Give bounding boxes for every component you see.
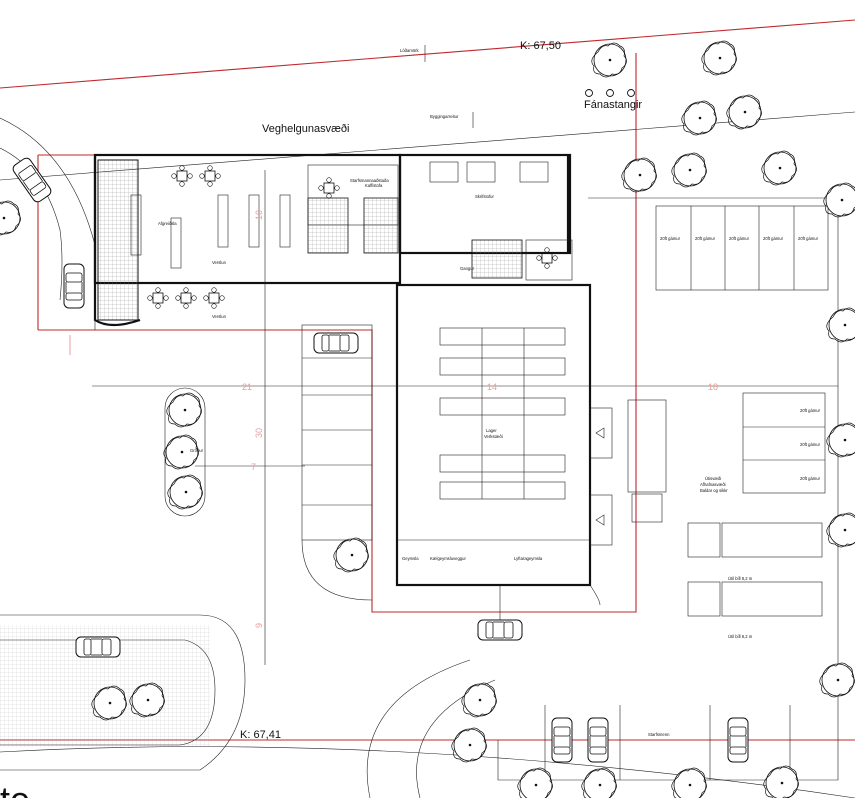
- verslun-entrance-label: Verslun: [212, 314, 227, 319]
- container-block-top: [655, 205, 829, 291]
- store-building: [93, 153, 573, 327]
- k-bottom-label: K: 67,41: [240, 729, 281, 741]
- dim-9: 9: [254, 623, 264, 628]
- gamur-5: 20ft gámur: [798, 236, 819, 241]
- flagpoles: [585, 89, 635, 97]
- dim-30: 30: [254, 428, 264, 438]
- warehouse: [395, 283, 613, 587]
- verkstaedi-label: Verkstæði: [484, 434, 503, 439]
- truck-label-1: Útil bíll 8,2 m: [728, 576, 753, 581]
- bottom-text: te: [0, 779, 30, 798]
- dim-10: 10: [254, 210, 264, 220]
- gangur-label: Gangur: [460, 266, 475, 271]
- gamur-1: 20ft gámur: [660, 236, 681, 241]
- truck-label-2: Útil bíll 8,2 m: [728, 634, 753, 639]
- kaffistofa-label: Kaffistofa: [365, 183, 383, 188]
- lower-parking: [544, 705, 791, 780]
- island-label: Gróður: [190, 448, 204, 453]
- dim-21: 21: [242, 382, 252, 392]
- trucks: [627, 399, 823, 617]
- dim-14: 14: [487, 382, 497, 392]
- dim-18: 18: [708, 382, 718, 392]
- fence: [497, 197, 839, 781]
- gamur-3: 20ft gámur: [729, 236, 750, 241]
- fanastangir-label: Fánastangir: [584, 99, 642, 111]
- kaelgeymsla-label: Kælgeymsluveggur: [430, 556, 466, 561]
- staff-parking-label: Starfsmenn: [648, 732, 670, 737]
- utisvaedi-line-2: Afhafnasvæði: [700, 482, 726, 487]
- furniture: [130, 161, 558, 309]
- parking-bays: [301, 324, 601, 606]
- gamur-8: 20ft gámur: [800, 476, 821, 481]
- gamur-4: 20ft gámur: [763, 236, 784, 241]
- utisvaedi-line-1: Útisvæði: [705, 476, 721, 481]
- k-top-label: K: 67,50: [520, 40, 561, 52]
- veghelgun-label: Veghelgunasvæði: [262, 123, 349, 135]
- verslun-label: Verslun: [212, 260, 227, 265]
- geymsla-label: Geymsla: [402, 556, 419, 561]
- skrifstofur-label: Skrifstofur: [475, 194, 494, 199]
- lodamork-label: Lóðamörk: [400, 48, 420, 53]
- gamur-2: 20ft gámur: [695, 236, 716, 241]
- utisvaedi-line-3: Baldar og sikkr: [700, 488, 728, 493]
- byggingarreitur-label: Byggingarreitur: [430, 114, 459, 119]
- starfsmannaadstada-label: Starfsmannaaðstaða: [350, 178, 389, 183]
- afgreidsla-label: Afgreiðsla: [158, 221, 177, 226]
- lyftarageymsla-label: Lyftarageymsla: [514, 556, 543, 561]
- gamur-7: 20ft gámur: [800, 442, 821, 447]
- lager-label: Lager: [486, 428, 497, 433]
- planting-island: [164, 387, 206, 517]
- dim-7: 7: [251, 462, 256, 472]
- gamur-6: 20ft gámur: [800, 408, 821, 413]
- container-block-right: [742, 392, 826, 494]
